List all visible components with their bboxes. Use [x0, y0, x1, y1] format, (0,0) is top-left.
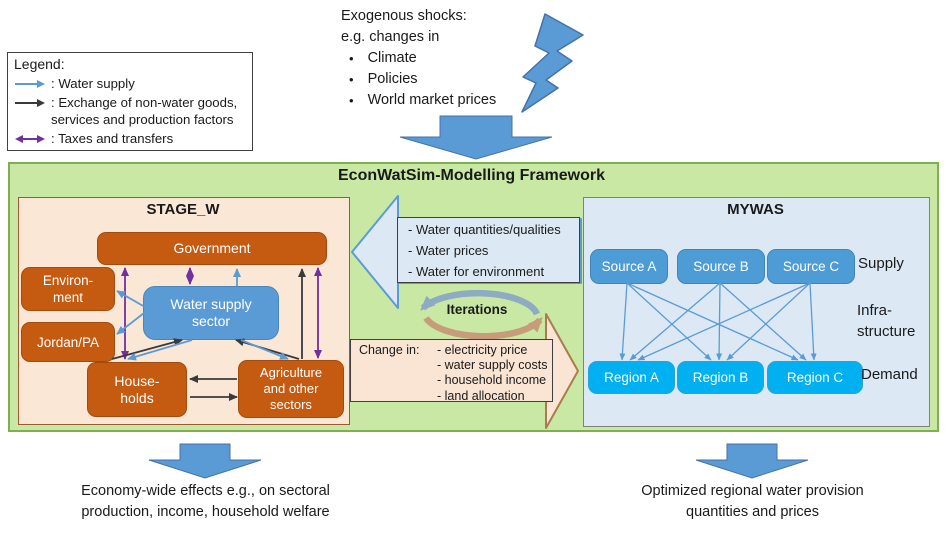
bullet-dot: •: [349, 72, 354, 87]
exogenous-shocks-block: Exogenous shocks: e.g. changes in • Clim…: [341, 6, 561, 111]
legend-item-label: : Water supply: [51, 76, 135, 91]
mywas-output-down-arrow-icon: [695, 443, 809, 479]
bullet-item: • World market prices: [341, 90, 561, 111]
change-in-label: Change in:: [359, 343, 420, 357]
shocks-down-arrow-icon: [399, 115, 553, 160]
source-a-node: Source A: [590, 249, 668, 284]
change-inputs-textbox: Change in: - electricity price- water su…: [350, 339, 553, 403]
bullet-dot: •: [349, 93, 354, 108]
legend-item-label: : Taxes and transfers: [51, 131, 174, 146]
legend-item-taxes-transfers: : Taxes and transfers: [14, 130, 246, 147]
region-c-node: Region C: [767, 361, 863, 394]
environment-node: Environ-ment: [21, 267, 115, 311]
source-b-node: Source B: [677, 249, 765, 284]
taxes-transfers-arrow-icon: [15, 135, 45, 143]
water-supply-arrow-icon: [15, 80, 45, 88]
framework-title: EconWatSim-Modelling Framework: [338, 167, 605, 184]
legend-item-water-supply: : Water supply: [14, 75, 246, 92]
bullet-dot: •: [349, 51, 354, 66]
exogenous-shocks-title: Exogenous shocks:: [341, 8, 467, 24]
stage-output-down-arrow-icon: [148, 443, 262, 479]
government-node: Government: [97, 232, 327, 265]
legend: Legend: : Water supply : Exchange of non…: [7, 52, 253, 151]
region-a-node: Region A: [588, 361, 675, 394]
demand-label: Demand: [861, 366, 918, 383]
stage-w-title: STAGE_W: [146, 201, 220, 218]
region-b-node: Region B: [677, 361, 764, 394]
legend-item-goods-exchange: : Exchange of non-water goods,services a…: [14, 94, 246, 128]
bullet-item: • Policies: [341, 69, 561, 90]
exogenous-shocks-subtitle: e.g. changes in: [341, 29, 440, 45]
infrastructure-label: Infra-structure: [857, 302, 916, 340]
legend-title: Legend:: [14, 56, 65, 72]
water-outputs-textbox: - Water quantities/qualities- Water pric…: [397, 217, 580, 283]
change-in-items: - electricity price- water supply costs-…: [437, 343, 548, 403]
source-c-node: Source C: [767, 249, 855, 284]
iterations-label: Iterations: [446, 302, 508, 317]
bullet-item: • Climate: [341, 48, 561, 69]
goods-exchange-arrow-icon: [15, 99, 45, 107]
households-node: House-holds: [87, 362, 187, 417]
legend-item-label: : Exchange of non-water goods,services a…: [51, 95, 238, 127]
supply-label: Supply: [858, 255, 904, 272]
jordan-pa-node: Jordan/PA: [21, 322, 115, 362]
mywas-title: MYWAS: [727, 201, 784, 218]
